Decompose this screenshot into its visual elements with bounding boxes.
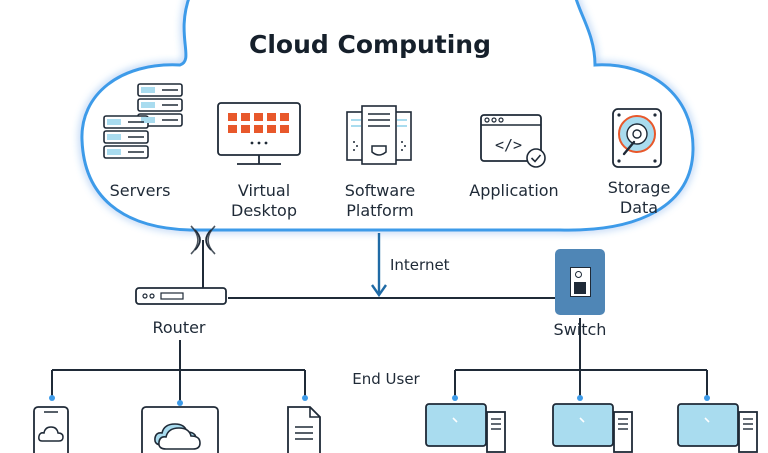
desktop-computer-icon [425, 403, 506, 453]
switch-label: Switch [553, 320, 607, 339]
server-rack-icon [103, 83, 183, 159]
service-label-application: Application [469, 181, 559, 200]
router-label: Router [152, 318, 206, 337]
cloud-title: Cloud Computing [249, 30, 491, 59]
service-label-servers: Servers [109, 181, 171, 200]
switch-icon [555, 249, 605, 315]
svg-text:</>: </> [495, 136, 522, 154]
end-user-label: End User [352, 370, 420, 388]
desktop-computer-icon [677, 403, 758, 453]
mobile-cloud-icon [33, 406, 69, 453]
internet-arrow [371, 233, 387, 298]
platform-icon [346, 105, 412, 165]
internet-label: Internet [390, 256, 450, 274]
service-label-storage-data: Storage Data [607, 178, 671, 217]
desktop-monitor-icon [217, 102, 301, 165]
laptop-cloud-icon [141, 406, 219, 453]
document-icon [287, 406, 321, 453]
service-label-virtual-desktop: Virtual Desktop [231, 181, 297, 220]
desktop-computer-icon [552, 403, 633, 453]
hard-drive-icon [612, 108, 662, 168]
code-window-icon: </> [480, 114, 546, 168]
service-label-software-platform: Software Platform [344, 181, 416, 220]
router-icon [135, 225, 227, 305]
